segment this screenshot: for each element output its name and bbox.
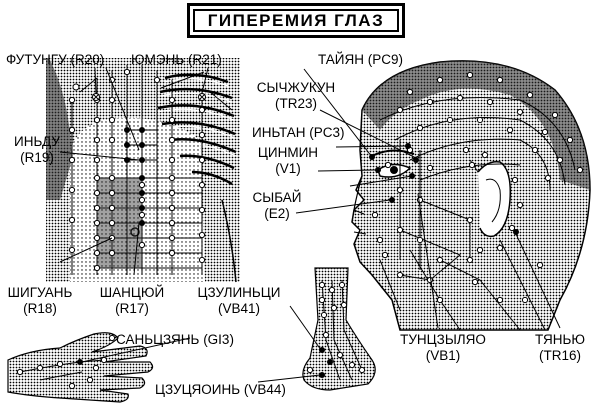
label-sanjian-code: (GI3) [203,332,234,347]
label-yumen-code: (R21) [187,52,222,67]
label-intan-code: (PC3) [309,125,345,140]
label-shanqu: ШАНЦЮЙ (R17) [95,285,169,317]
label-zulinqi-name: ЦЗУЛИНЬЦИ [197,285,281,300]
label-sybai: СЫБАЙ (E2) [252,190,302,222]
label-tongziliao: ТУНЦЗЫЛЯО (VB1) [398,332,488,364]
label-intan: ИНЬТАН (PC3) [252,125,345,141]
label-futungu: ФУТУНГУ (R20) [6,52,104,68]
label-taiyan-name: ТАЙЯН [318,52,365,67]
label-tyanyu: ТЯНЬЮ (TR16) [520,332,600,364]
foot-illustration [302,267,376,391]
title-frame: ГИПЕРЕМИЯ ГЛАЗ [187,3,405,38]
label-zuqiaoyin-name: ЦЗУЦЯОИНЬ [155,382,241,397]
label-shiguan-code: (R18) [23,301,57,316]
label-sychzhukun-code: (TR23) [274,96,317,111]
label-tyanyu-code: (TR16) [538,348,581,363]
label-tongziliao-name: ТУНЦЗЫЛЯО [400,332,486,347]
label-shiguan-name: ШИГУАНЬ [7,285,73,300]
label-sybai-name: СЫБАЙ [252,190,302,205]
label-sybai-code: (E2) [264,206,290,221]
hand-illustration [7,332,154,403]
head-illustration [351,60,591,331]
torso-illustration [40,58,240,283]
label-indu-code: (R19) [20,150,54,165]
label-zuqiaoyin: ЦЗУЦЯОИНЬ (VB44) [155,382,286,398]
label-indu: ИНЬДУ (R19) [8,134,66,166]
label-yumen: ЮМЭНЬ (R21) [131,52,222,68]
label-cinmin-code: (V1) [275,161,301,176]
label-sychzhukun-name: СЫЧЖУКУН [256,80,336,95]
label-futungu-code: (R20) [70,52,105,67]
label-zulinqi-code: (VB41) [217,301,261,316]
label-shiguan: ШИГУАНЬ (R18) [2,285,78,317]
label-indu-name: ИНЬДУ [14,134,60,149]
label-futungu-name: ФУТУНГУ [6,52,67,67]
label-tongziliao-code: (VB1) [425,348,461,363]
label-cinmin: ЦИНМИН (V1) [256,145,320,177]
page-title: ГИПЕРЕМИЯ ГЛАЗ [193,9,399,32]
label-shanqu-name: ШАНЦЮЙ [99,285,165,300]
label-zulinqi: ЦЗУЛИНЬЦИ (VB41) [186,285,292,317]
label-sychzhukun: СЫЧЖУКУН (TR23) [248,80,344,112]
leader-lines [59,67,561,383]
label-yumen-name: ЮМЭНЬ [131,52,185,67]
label-zuqiaoyin-code: (VB44) [243,382,286,397]
label-taiyan-code: (PC9) [367,52,404,67]
label-tyanyu-name: ТЯНЬЮ [535,332,585,347]
label-shanqu-code: (R17) [115,301,149,316]
label-sanjian-name: САНЬЦЗЯНЬ [116,332,200,347]
label-taiyan: ТАЙЯН (PC9) [318,52,403,68]
label-sanjian: САНЬЦЗЯНЬ (GI3) [116,332,234,348]
label-intan-name: ИНЬТАН [252,125,306,140]
label-cinmin-name: ЦИНМИН [257,145,319,160]
